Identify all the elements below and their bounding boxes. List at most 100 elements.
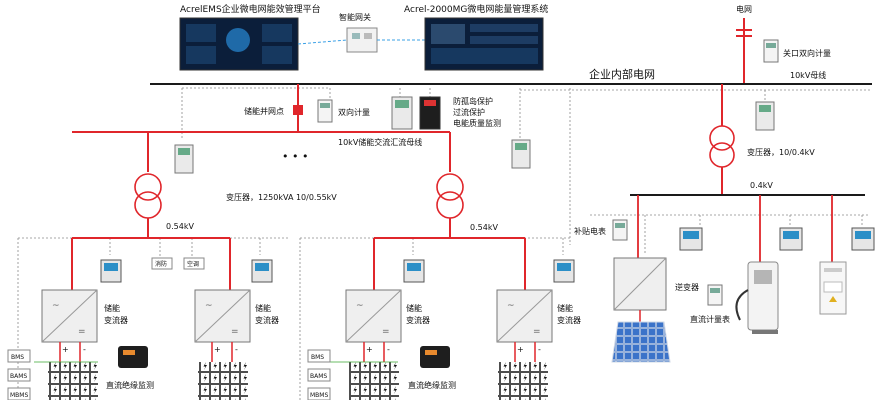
plus-a: + <box>62 345 69 354</box>
dc-insulation-right-label: 直流绝缘监测 <box>408 380 456 390</box>
v054-left-label: 0.54kV <box>166 222 194 231</box>
meter-pcs-c <box>403 259 425 283</box>
pcs-d-label-2: 变流器 <box>557 315 581 325</box>
svg-text:=: = <box>78 327 86 337</box>
acrel-2000-screen <box>424 17 544 71</box>
transformer-right-icon <box>709 125 735 168</box>
dc-leads <box>59 342 536 362</box>
plus-d: + <box>517 345 524 354</box>
dc-insulation-left-label: 直流绝缘监测 <box>106 380 154 390</box>
ev-charger-icon <box>735 261 779 334</box>
svg-text:~: ~ <box>205 301 213 311</box>
bms-left: BMS <box>11 354 24 361</box>
svg-text:=: = <box>533 327 541 337</box>
subsidy-meter-label: 补贴电表 <box>574 226 606 236</box>
minus-a: - <box>83 345 86 354</box>
bus-10kv-label: 10kV母线 <box>790 70 826 80</box>
meter-pcs-b <box>251 259 273 283</box>
transformer-right-label: 变压器，10/0.4kV <box>747 147 815 157</box>
bms-stack-right <box>307 349 331 400</box>
ac-label: 空调 <box>187 260 199 268</box>
lv-feeders <box>637 195 833 262</box>
pcs-d-label-1: 储能 <box>557 303 573 313</box>
pv-inverter-icon <box>613 257 667 311</box>
grid-label: 电网 <box>736 4 752 14</box>
distribution-cabinet-icon <box>819 261 847 315</box>
pcs-d-icon: ~ = <box>496 289 553 343</box>
inlet-meter-device <box>763 39 779 63</box>
transformer-1250-label: 变压器，1250kVA 10/0.55kV <box>226 192 337 202</box>
ac-box <box>183 257 205 270</box>
insulation-monitor-left <box>118 346 148 368</box>
minus-d: - <box>538 345 541 354</box>
svg-text:~: ~ <box>356 301 364 311</box>
bams-right: BAMS <box>310 373 327 380</box>
battery-rack-d <box>498 362 548 400</box>
dc-meter-label: 直流计量表 <box>690 314 730 324</box>
bidirectional-meter-device <box>317 99 333 123</box>
pcs-c-label-2: 变流器 <box>406 315 430 325</box>
pcs-c-label-1: 储能 <box>406 303 422 313</box>
svg-text:~: ~ <box>52 301 60 311</box>
storage-node-marker <box>293 105 303 115</box>
bus-04kv-label: 0.4kV <box>750 181 773 190</box>
pcs-b-label-2: 变流器 <box>255 315 279 325</box>
dc-meter-device <box>707 284 723 306</box>
meter-pcs-a <box>100 259 122 283</box>
acrel-ems-screen <box>179 17 299 71</box>
transformer-left-icon <box>134 173 162 219</box>
gateway-device <box>346 27 378 53</box>
battery-rack-b <box>198 362 248 400</box>
transformer-mid-icon <box>436 173 464 219</box>
plus-c: + <box>366 345 373 354</box>
solar-panel-icon <box>611 321 671 363</box>
link-ems-gateway <box>297 39 348 45</box>
bams-left: BAMS <box>10 373 27 380</box>
power-quality-device <box>419 96 441 130</box>
mbms-right: MBMS <box>310 392 328 399</box>
meter-lv-a <box>679 227 703 251</box>
relay-right-device <box>755 101 775 131</box>
gateway-label: 智能网关 <box>339 12 371 22</box>
bms-right: BMS <box>311 354 324 361</box>
dots-label: • • • <box>282 150 308 163</box>
pcs-b-label-1: 储能 <box>255 303 271 313</box>
bidirectional-meter-label: 双向计量 <box>338 107 370 117</box>
protection-label-3: 电能质量监测 <box>453 118 501 128</box>
bms-stack-left <box>7 349 31 400</box>
minus-c: - <box>387 345 390 354</box>
svg-text:=: = <box>382 327 390 337</box>
storage-node-label: 储能并网点 <box>244 106 284 116</box>
acrel-2000-label: Acrel-2000MG微电网能量管理系统 <box>404 3 548 15</box>
relay-left-device <box>174 144 194 174</box>
meter-lv-b <box>779 227 803 251</box>
insulation-monitor-right <box>420 346 450 368</box>
pcs-a-label-1: 储能 <box>104 303 120 313</box>
inlet-meter-label: 关口双向计量 <box>783 48 831 58</box>
protection-label-2: 过流保护 <box>453 107 485 117</box>
battery-rack-a <box>48 362 98 400</box>
v054-right-label: 0.54kV <box>470 223 498 232</box>
mbms-left: MBMS <box>10 392 28 399</box>
meter-lv-c <box>851 227 875 251</box>
svg-text:~: ~ <box>507 301 515 311</box>
pcs-b-icon: ~ = <box>194 289 251 343</box>
fire-label: 消防 <box>155 260 167 268</box>
svg-text:=: = <box>231 327 239 337</box>
battery-rack-c <box>349 362 399 400</box>
fire-box <box>151 257 173 270</box>
protection-relay-device <box>391 96 413 130</box>
subsidy-meter-device <box>612 219 628 241</box>
minus-b: - <box>235 345 238 354</box>
pcs-a-label-2: 变流器 <box>104 315 128 325</box>
relay-mid-device <box>511 139 531 169</box>
pcs-a-icon: ~ = <box>41 289 98 343</box>
protection-label-1: 防孤岛保护 <box>453 96 493 106</box>
pcs-feeders <box>71 238 526 290</box>
acrel-ems-label: AcrelEMS企业微电网能效管理平台 <box>180 3 321 15</box>
meter-pcs-d <box>553 259 575 283</box>
plus-b: + <box>214 345 221 354</box>
ac-bus-label: 10kV储能交流汇流母线 <box>338 137 422 147</box>
inverter-label: 逆变器 <box>675 282 699 292</box>
